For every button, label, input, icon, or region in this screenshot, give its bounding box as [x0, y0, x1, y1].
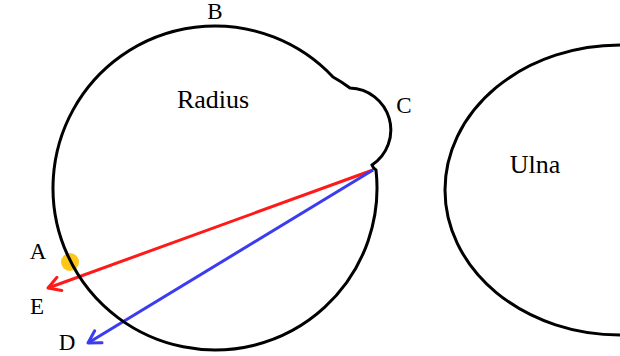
radius-bone: Radius — [40, 5, 400, 355]
ulna-bone: Ulna — [445, 45, 620, 335]
point-label: C — [396, 94, 411, 118]
blue-arrowhead — [88, 331, 102, 343]
ulna-outline — [445, 45, 620, 335]
point-label: D — [59, 331, 76, 355]
point-label: A — [30, 240, 47, 264]
point-label: E — [30, 295, 44, 319]
blue-vector — [88, 170, 373, 343]
bone-name: Radius — [177, 85, 249, 115]
bone-name: Ulna — [510, 150, 561, 180]
radius-outline — [53, 26, 391, 350]
bone-outline — [40, 5, 400, 355]
bone-outline — [445, 45, 620, 335]
point-label: B — [207, 0, 222, 24]
red-arrowhead — [48, 277, 62, 290]
